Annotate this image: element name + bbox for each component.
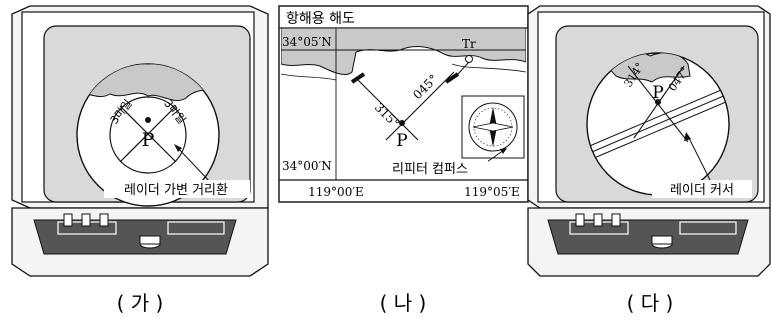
switch-2: [81, 213, 91, 227]
tower-label: Tr: [462, 37, 476, 51]
control-panel: [547, 219, 749, 255]
radar-cursor: [587, 81, 729, 165]
ship-label-p: P: [652, 83, 663, 103]
depth-contour-2: [451, 63, 526, 73]
panel-slot: [679, 221, 737, 235]
nautical-chart-na: 항해용 해도 Tr P 315° 045° 34°05′N 34°00′N 11…: [278, 5, 529, 315]
callout-label: 레이더 가변 거리환: [124, 183, 228, 198]
compass-rose-ew: [472, 122, 514, 132]
cursor-line-3: [587, 95, 729, 165]
island-echo: [608, 53, 691, 83]
callout-backdrop: [652, 180, 752, 198]
callout-arrowhead: [684, 132, 691, 141]
ship-label-p: P: [396, 131, 407, 151]
ship-position-dot: [145, 117, 151, 123]
callout-line: [175, 145, 213, 185]
control-knob: [651, 235, 673, 245]
switch-1: [575, 213, 585, 227]
cursor-line-1: [587, 81, 729, 151]
callout-backdrop: [104, 180, 250, 198]
ship-label-p: P: [142, 129, 155, 151]
control-panel: [33, 219, 237, 255]
tower-line: [457, 61, 470, 75]
callout-line: [687, 135, 713, 185]
panel-slot: [167, 221, 225, 235]
control-knob: [139, 235, 161, 245]
callout-arrowhead: [174, 144, 182, 152]
bearing-line-045: [385, 71, 455, 141]
switch-1: [63, 213, 73, 227]
range-line-2: [119, 105, 177, 163]
variable-range-ring: [109, 96, 187, 174]
latitude-top-label: 34°05′N: [282, 35, 332, 49]
bearing-line-315: [357, 79, 419, 141]
switch-3: [99, 213, 109, 227]
landmark-marker-right: [444, 72, 460, 84]
callout-label: 리피터 컴퍼스: [392, 162, 468, 177]
callout-backdrop: [372, 159, 488, 177]
depth-contour-1: [281, 73, 337, 81]
radar-console-da: P 314° 047° 레이더 커서 ( 다 ): [527, 5, 771, 315]
switch-3: [611, 213, 621, 227]
radar-console-ga: P 3마일 3마일 레이더 가변 거리환 ( 가 ): [11, 5, 269, 315]
caption-na: ( 나 ): [380, 291, 427, 315]
cursor-line-2: [587, 88, 729, 158]
fix-position-dot: [399, 120, 405, 126]
callout-label: 레이더 커서: [670, 183, 734, 198]
latitude-bottom-label: 34°00′N: [282, 159, 332, 173]
ship-position-dot: [655, 99, 661, 105]
tower-symbol: [465, 55, 473, 63]
landmark-marker-left: [350, 72, 366, 84]
compass-callout-arrowhead: [500, 148, 507, 154]
longitude-right-label: 119°05′E: [464, 185, 520, 199]
longitude-left-label: 119°00′E: [308, 185, 364, 199]
switch-2: [593, 213, 603, 227]
chart-title: 항해용 해도: [286, 11, 355, 27]
caption-da: ( 다 ): [627, 291, 674, 315]
caption-ga: ( 가 ): [117, 291, 164, 315]
